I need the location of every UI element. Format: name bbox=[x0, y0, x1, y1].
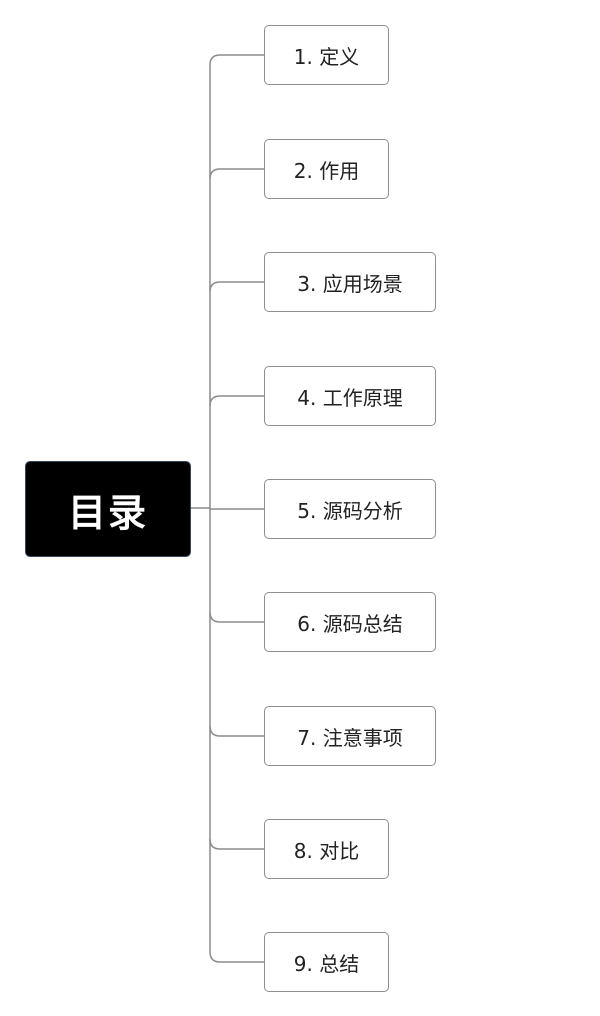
topic-node-2[interactable]: 2. 作用 bbox=[264, 139, 389, 199]
topic-label: 3. 应用场景 bbox=[297, 271, 403, 296]
topic-label: 7. 注意事项 bbox=[297, 725, 403, 750]
topic-label: 2. 作用 bbox=[293, 158, 360, 183]
topic-label: 4. 工作原理 bbox=[297, 385, 403, 410]
connector-branch-8 bbox=[209, 838, 264, 850]
connector-branch-2 bbox=[209, 168, 264, 180]
topic-label: 9. 总结 bbox=[293, 951, 360, 976]
topic-node-5[interactable]: 5. 源码分析 bbox=[264, 479, 436, 539]
topic-label: 1. 定义 bbox=[293, 44, 360, 69]
connector-branch-3 bbox=[209, 281, 264, 293]
topic-label: 8. 对比 bbox=[293, 838, 360, 863]
root-node[interactable]: 目录 bbox=[25, 461, 191, 557]
topic-label: 6. 源码总结 bbox=[297, 611, 403, 636]
connector-branch-7 bbox=[209, 725, 264, 737]
connector-branch-4 bbox=[209, 395, 264, 407]
topic-label: 5. 源码分析 bbox=[297, 498, 403, 523]
connector-branch-6 bbox=[209, 611, 264, 623]
topic-node-9[interactable]: 9. 总结 bbox=[264, 932, 389, 992]
topic-node-4[interactable]: 4. 工作原理 bbox=[264, 366, 436, 426]
topic-node-3[interactable]: 3. 应用场景 bbox=[264, 252, 436, 312]
topic-node-8[interactable]: 8. 对比 bbox=[264, 819, 389, 879]
topic-node-6[interactable]: 6. 源码总结 bbox=[264, 592, 436, 652]
topic-node-1[interactable]: 1. 定义 bbox=[264, 25, 389, 85]
root-label: 目录 bbox=[67, 490, 148, 535]
topic-node-7[interactable]: 7. 注意事项 bbox=[264, 706, 436, 766]
